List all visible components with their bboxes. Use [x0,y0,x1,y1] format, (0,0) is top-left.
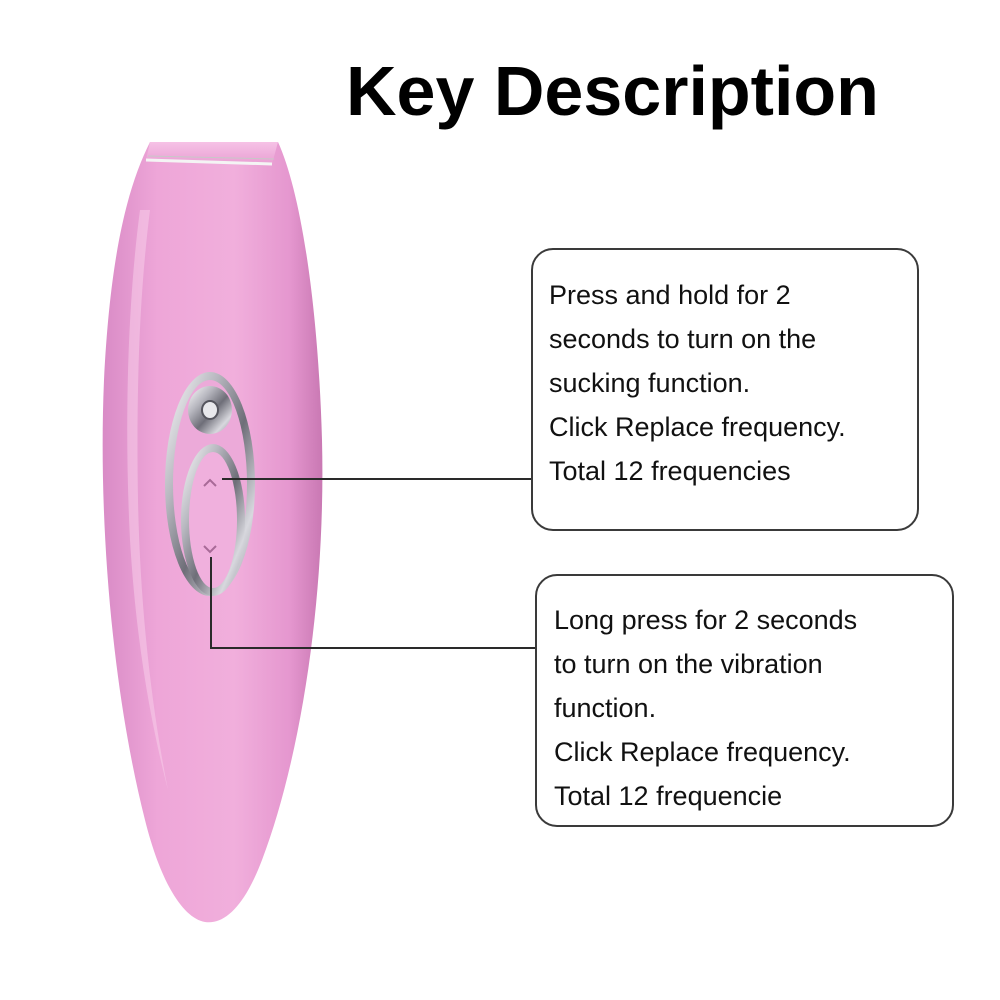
callout-text-line: Total 12 frequencies [549,456,791,486]
chevron-down-icon [203,545,217,554]
sucking-function-callout: Press and hold for 2 seconds to turn on … [531,248,919,531]
power-icon [201,400,219,420]
callout-text-line: sucking function. [549,368,751,398]
callout-text-line: function. [554,693,657,723]
callout-text-line: Click Replace frequency. [549,412,846,442]
callout-text-line: Long press for 2 seconds [554,605,858,635]
callout-text-line: to turn on the vibration [554,649,823,679]
callout-text-line: Click Replace frequency. [554,737,851,767]
device-highlight [127,210,168,790]
device-chrome-rim [145,158,273,166]
callout-text-line: Press and hold for 2 [549,280,791,310]
callout-text-line: Total 12 frequencie [554,781,783,811]
chevron-up-icon [203,478,217,487]
callout-text-line: seconds to turn on the [549,324,817,354]
page-title: Key Description [346,52,879,130]
vibration-function-callout: Long press for 2 seconds to turn on the … [535,574,954,827]
mode-buttons [189,452,237,588]
leader-line-bottom [210,557,535,649]
